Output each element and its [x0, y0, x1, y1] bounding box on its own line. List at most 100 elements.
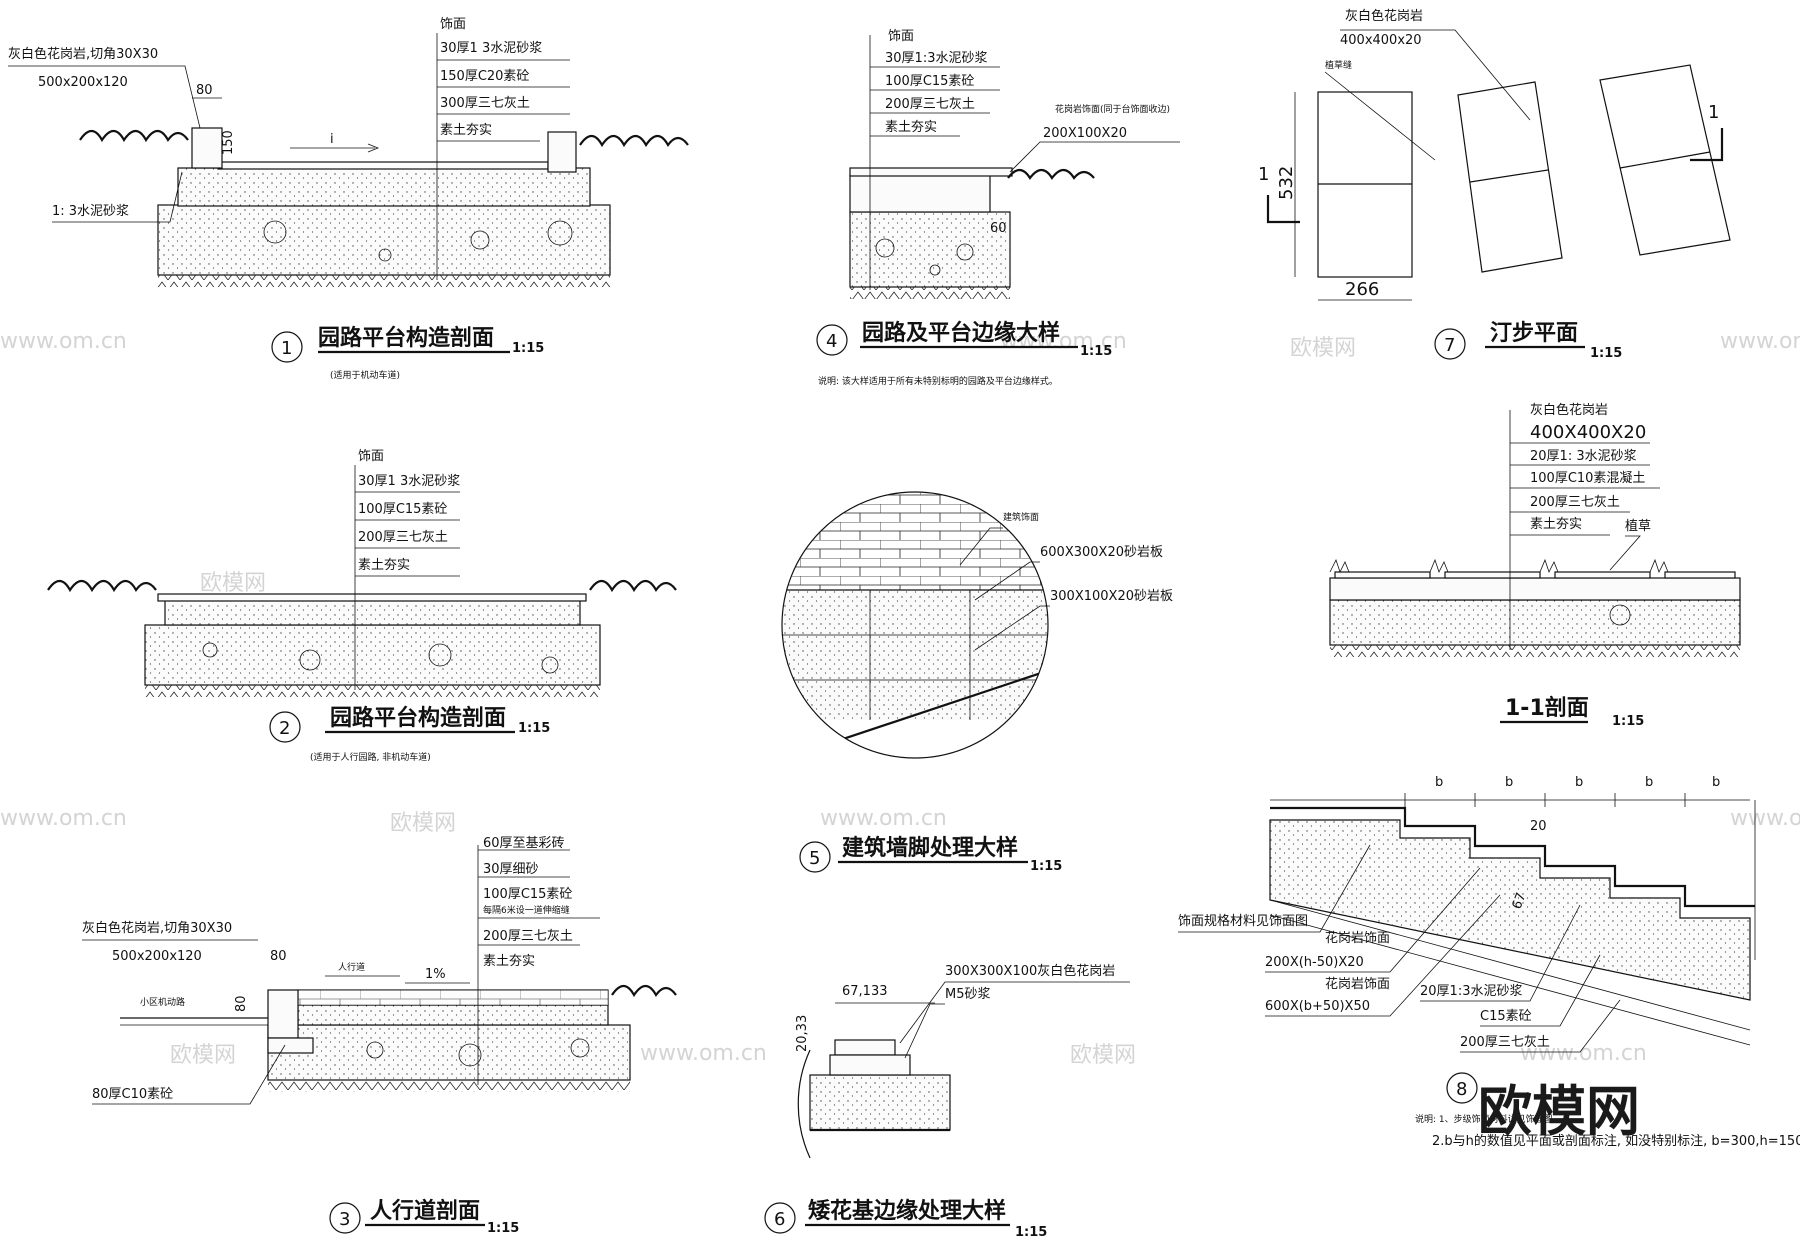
s6-label-2: M5砂浆 — [945, 987, 991, 1002]
s1-number: 1 — [281, 338, 292, 359]
s1-curb-left — [191, 127, 223, 169]
s8-slope-line — [1269, 899, 1751, 1031]
watermark-brand: 欧模网 — [170, 1043, 236, 1068]
s1-mortar-leader — [52, 171, 183, 223]
s2-layer-3: 素土夯实 — [358, 558, 410, 573]
s7-dim-532: 532 — [1276, 166, 1297, 200]
watermark-url: www.om.cn — [1520, 1041, 1647, 1066]
watermark-brand: 欧模网 — [1290, 336, 1356, 361]
s1-curb-size: 500x200x120 — [38, 75, 128, 90]
detail-2: 饰面 30厚1 3水泥砂浆 100厚C15素砼 200厚三七灰土 素土夯实 2 … — [47, 449, 677, 763]
s2-layer-2: 200厚三七灰土 — [358, 530, 448, 545]
s8-dim-b: b — [1435, 775, 1443, 790]
s1-aggregate — [378, 248, 392, 262]
s8-note-2: 2.b与h的数值见平面或剖面标注, 如没特别标注, b=300,h=150. — [1432, 1133, 1800, 1149]
s7-title: 汀步平面 — [1490, 320, 1578, 346]
s4-dim-60: 60 — [990, 221, 1007, 236]
s7-cut-right: 1 — [1708, 102, 1719, 123]
s8-mortar: 20厚1:3水泥砂浆 — [1420, 984, 1522, 999]
s7-cut-left: 1 — [1258, 164, 1269, 185]
s6-detail-arc — [797, 1049, 811, 1159]
s4-layers-head: 饰面 — [888, 29, 914, 44]
s1-mortar-label: 1: 3水泥砂浆 — [52, 204, 129, 219]
detail-4: 饰面 30厚1:3水泥砂浆 100厚C15素砼 200厚三七灰土 素土夯实 花岗… — [816, 29, 1180, 387]
s4-scale: 1:15 — [1080, 344, 1112, 359]
watermark-brand: 欧模网 — [390, 811, 456, 836]
s7-number: 7 — [1444, 335, 1455, 356]
s8-dim-b: b — [1505, 775, 1513, 790]
s3-curb-label: 灰白色花岗岩,切角30X30 — [82, 920, 232, 936]
s11-stone — [1664, 571, 1736, 579]
s11-scale: 1:15 — [1612, 714, 1644, 729]
s1-layer-1: 150厚C20素砼 — [440, 69, 529, 84]
s8-finish-label: 饰面规格材料见饰面图 — [1178, 913, 1308, 929]
s5-number: 5 — [809, 848, 820, 869]
s4-note: 说明: 该大样适用于所有未特别标明的园路及平台边缘样式。 — [818, 375, 1058, 387]
s3-layer-4: 200厚三七灰土 — [483, 929, 573, 944]
detail-7: 灰白色花岗岩 400x400x20 植草缝 532 266 1 1 7 汀步平面… — [1258, 8, 1731, 361]
s1-number-circle — [271, 331, 303, 363]
s3-layer-3: 每隔6米设一道伸缩缝 — [483, 904, 570, 916]
s6-wall-body — [829, 1054, 911, 1076]
s8-granite-2-size: 600X(b+50)X50 — [1265, 999, 1370, 1014]
detail-8: b b b b b 20 67 饰面规格材料见饰面图 花岗岩饰面 200X(h-… — [1178, 775, 1800, 1149]
s6-number: 6 — [774, 1209, 785, 1230]
s1-base-hatch — [158, 205, 610, 275]
s8-concrete: C15素砼 — [1480, 1009, 1532, 1024]
s6-granite-cap — [834, 1039, 896, 1056]
s1-slab-hatch — [178, 168, 590, 206]
s3-curb — [267, 989, 299, 1039]
s1-mortar-layer — [217, 161, 549, 170]
s3-curb-footing — [267, 1037, 314, 1054]
s1-aggregate — [470, 230, 490, 250]
s11-layer-3: 100厚C10素混凝土 — [1530, 470, 1645, 486]
s3-layer-5: 素土夯实 — [483, 954, 535, 969]
s2-number: 2 — [279, 718, 290, 739]
s1-layer-2: 300厚三七灰土 — [440, 96, 530, 111]
s7-label-2: 400x400x20 — [1340, 33, 1422, 48]
s3-ground-right — [611, 984, 677, 998]
s4-concrete-slab — [849, 174, 991, 213]
s2-note: (适用于人行园路, 非机动车道) — [310, 751, 431, 763]
watermark-brand: 欧模网 — [200, 571, 266, 596]
s1-layer-3: 素土夯实 — [440, 123, 492, 138]
s8-soil: 200厚三七灰土 — [1460, 1035, 1550, 1050]
s3-road-label: 小区机动路 — [140, 996, 185, 1008]
s7-grass-label: 植草缝 — [1325, 59, 1352, 71]
s11-layer-2: 20厚1: 3水泥砂浆 — [1530, 449, 1637, 464]
watermark-url: www.om.cn — [0, 806, 127, 831]
s2-number-circle — [269, 711, 301, 743]
s3-title: 人行道剖面 — [370, 1198, 480, 1224]
s11-stone — [1554, 571, 1651, 579]
s11-layer-0: 灰白色花岗岩 — [1530, 402, 1608, 418]
brand-logo: 欧模网 — [1478, 1080, 1640, 1143]
s2-scale: 1:15 — [518, 721, 550, 736]
s4-layer-3: 素土夯实 — [885, 120, 937, 135]
s4-layer-2: 200厚三七灰土 — [885, 97, 975, 112]
s3-scale: 1:15 — [487, 1221, 519, 1236]
s2-title: 园路平台构造剖面 — [330, 705, 506, 731]
s8-granite-1: 花岗岩饰面 — [1325, 930, 1390, 946]
s1-note: (适用于机动车道) — [330, 369, 400, 381]
s1-dim-150: 150 — [221, 130, 236, 155]
s11-grass-label: 植草 — [1625, 519, 1651, 534]
s1-ground-right — [579, 134, 689, 148]
s7-section-mark-right — [1690, 128, 1724, 162]
s2-compacted-soil — [145, 685, 600, 697]
s4-edge-size: 200X100X20 — [1043, 126, 1127, 141]
s2-layer-1: 100厚C15素砼 — [358, 502, 447, 517]
s2-layers-head: 饰面 — [358, 449, 384, 464]
s4-number: 4 — [826, 331, 837, 352]
watermark-layer: www.om.cn www.om.cn www.om.cn www.om.cn … — [0, 329, 1800, 1068]
s6-scale: 1:15 — [1015, 1225, 1047, 1240]
s4-compacted-soil — [850, 287, 1010, 299]
watermark-url: www.om.cn — [1720, 329, 1800, 354]
s8-dim-b: b — [1645, 775, 1653, 790]
s1-layer-0: 30厚1 3水泥砂浆 — [440, 41, 542, 56]
s6-vdims: 20,33 — [795, 1015, 810, 1052]
s11-layer-1: 400X400X20 — [1530, 422, 1646, 443]
s3-base-label: 80厚C10素砼 — [92, 1087, 173, 1102]
s8-dim-20: 20 — [1530, 819, 1547, 834]
s8-granite-1-size: 200X(h-50)X20 — [1265, 955, 1364, 970]
